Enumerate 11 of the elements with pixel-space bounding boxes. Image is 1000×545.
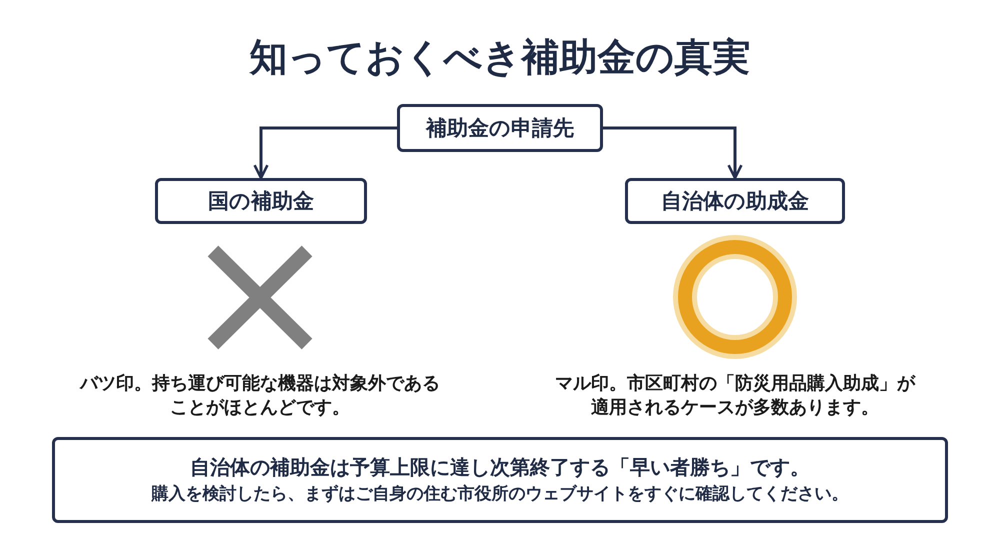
caption: マル印。市区町村の「防災用品購入助成」が適用されるケースが多数あります。 [555,372,915,420]
arrow [253,126,397,180]
title: 知っておくべき補助金の真実 [248,34,752,81]
category-box: 補助金の申請先 [397,104,603,152]
caption: バツ印。持ち運び可能な機器は対象外であることがほとんどです。 [80,372,440,420]
category-box: 自治体の助成金 [625,178,845,224]
note-heading: 自治体の補助金は予算上限に達し次第終了する「早い者勝ち」です。 [190,454,810,482]
category-box: 国の補助金 [155,178,367,224]
arrow [603,126,743,180]
note-text: 購入を検討したら、まずはご自身の住む市役所のウェブサイトをすぐに確認してください。 [152,483,848,506]
note-box [52,437,948,523]
